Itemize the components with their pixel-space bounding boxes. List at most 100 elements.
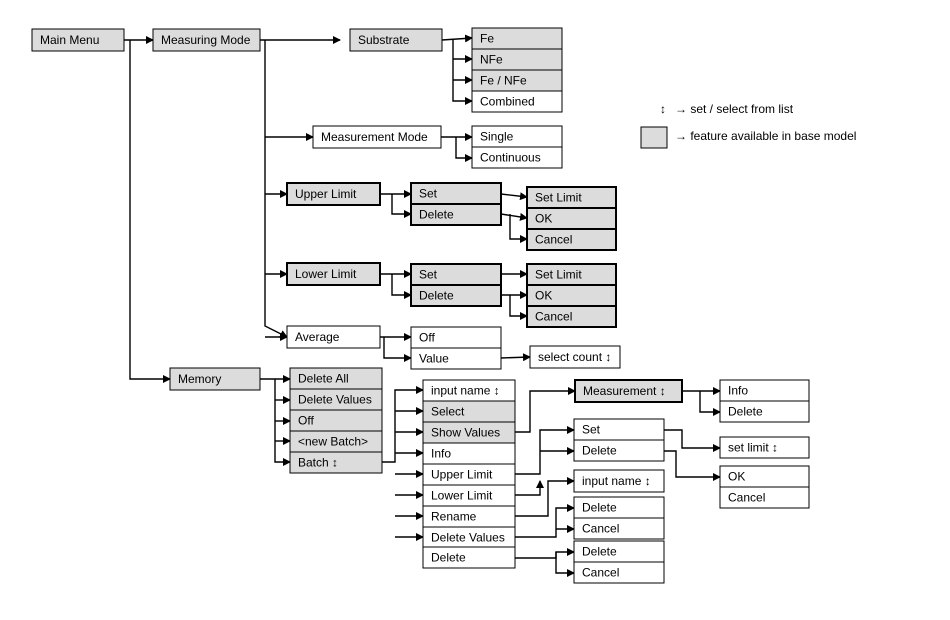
- menu-box-frame: [410, 203, 502, 226]
- menu-box-label: Fe: [480, 32, 494, 46]
- menu-box-label: Set: [419, 187, 438, 201]
- menu-box-info: Info: [422, 442, 516, 465]
- connector-arrow: [699, 391, 721, 416]
- menu-box-frame: [286, 262, 381, 286]
- menu-box-main-menu: Main Menu: [31, 28, 125, 52]
- menu-box-select-count: select count ↕: [529, 345, 621, 369]
- legend-arrow-symbol: ↕: [660, 102, 666, 116]
- menu-box-ul-delete: Delete: [410, 203, 502, 226]
- menu-box-delete-values: Delete Values: [289, 388, 383, 411]
- menu-box-frame: [526, 228, 617, 251]
- connector-arrow: [382, 386, 424, 463]
- menu-box-d-cancel: Cancel: [573, 561, 665, 584]
- menu-box-fe: Fe: [471, 27, 563, 50]
- connector-arrow: [455, 137, 473, 162]
- menu-box-frame: [410, 347, 502, 370]
- connector-arrow: [274, 379, 291, 466]
- menu-box-label: Upper Limit: [295, 187, 357, 201]
- menu-box-label: Set Limit: [535, 191, 582, 205]
- connector-arrow: [500, 353, 531, 362]
- menu-box-label: OK: [728, 470, 745, 484]
- connector-arrow: [664, 450, 721, 481]
- menu-box-frame: [573, 517, 665, 540]
- menu-box-lim-cancel: Cancel: [719, 486, 810, 509]
- menu-box-mem-off: Off: [289, 409, 383, 432]
- connector-lines: [124, 34, 721, 577]
- menu-box-new-batch: <new Batch>: [289, 430, 383, 453]
- menu-box-label: set limit ↕: [728, 441, 778, 455]
- menu-box-frame: [410, 284, 502, 307]
- menu-box-frame: [169, 367, 261, 391]
- menu-box-label: Substrate: [358, 33, 410, 47]
- menu-box-ll-set: Set: [410, 263, 502, 286]
- menu-box-label: Cancel: [582, 566, 619, 580]
- menu-box-frame: [286, 325, 381, 349]
- menu-box-label: Info: [728, 384, 748, 398]
- connector-arrow: [264, 40, 288, 338]
- menu-box-ul-cancel: Cancel: [526, 228, 617, 251]
- menu-box-label: Measurement ↕: [583, 384, 666, 398]
- legend-base-swatch: [640, 126, 668, 149]
- menu-box-frame: [719, 436, 810, 459]
- menu-box-label: select count ↕: [538, 350, 611, 364]
- menu-box-label: Rename: [431, 510, 477, 524]
- connector-arrow: [515, 548, 575, 559]
- menu-box-label: Cancel: [535, 233, 572, 247]
- connector-arrow: [509, 214, 528, 243]
- menu-box-b-upper-limit: Upper Limit: [422, 463, 516, 486]
- menu-box-label: Value: [419, 352, 449, 366]
- menu-box-label: Continuous: [480, 151, 541, 165]
- menu-box-lim-ok: OK: [719, 465, 810, 488]
- connector-arrow: [664, 429, 721, 452]
- menu-box-ul-ok: OK: [526, 207, 617, 230]
- menu-box-frame: [286, 182, 381, 206]
- menu-box-label: Cancel: [535, 310, 572, 324]
- menu-box-select: Select: [422, 400, 516, 423]
- connector-arrow: [515, 504, 575, 538]
- menu-box-ll-ok: OK: [526, 284, 617, 307]
- menu-box-memory: Memory: [169, 367, 261, 391]
- menu-box-lim-delete: Delete: [573, 439, 665, 462]
- connector-arrow: [129, 40, 171, 383]
- menu-box-delete-all: Delete All: [289, 367, 383, 390]
- menu-box-average: Average: [286, 325, 381, 349]
- menu-box-label: OK: [535, 212, 552, 226]
- menu-box-frame: [573, 561, 665, 584]
- menu-box-frame: [312, 125, 442, 149]
- connector-arrow: [515, 426, 575, 475]
- menu-box-measurement-mode: Measurement Mode: [312, 125, 442, 149]
- menu-box-m-info: Info: [719, 379, 810, 402]
- menu-box-label: Memory: [178, 372, 221, 386]
- menu-box-label: Off: [419, 331, 435, 345]
- menu-box-label: <new Batch>: [298, 435, 368, 449]
- menu-box-label: NFe: [480, 53, 503, 67]
- menu-box-ul-set: Set: [410, 182, 502, 205]
- menu-box-b-delete-values: Delete Values: [422, 526, 516, 549]
- menu-box-label: Delete Values: [298, 393, 372, 407]
- menu-box-label: OK: [535, 289, 552, 303]
- menu-box-show-values: Show Values: [422, 421, 516, 444]
- menu-box-label: Main Menu: [40, 33, 99, 47]
- menu-box-frame: [526, 305, 617, 328]
- connector-arrow: [515, 480, 544, 496]
- menu-box-frame: [289, 451, 383, 474]
- menu-box-label: Info: [431, 447, 451, 461]
- menu-box-frame: [574, 379, 683, 403]
- menu-box-label: Delete: [728, 405, 763, 419]
- menu-box-nfe: NFe: [471, 48, 563, 71]
- menu-box-frame: [573, 469, 665, 493]
- menu-box-label: Lower Limit: [431, 489, 493, 503]
- menu-box-b-delete: Delete: [422, 546, 516, 569]
- menu-box-label: Batch ↕: [298, 456, 338, 470]
- menu-box-d-delete: Delete: [573, 540, 665, 563]
- menu-box-frame: [31, 28, 125, 52]
- menu-box-label: Delete All: [298, 372, 349, 386]
- menu-box-lower-limit: Lower Limit: [286, 262, 381, 286]
- menu-box-frame: [422, 546, 516, 569]
- connector-arrow: [391, 274, 412, 299]
- menu-box-label: Upper Limit: [431, 468, 493, 482]
- menu-box-label: Set: [419, 268, 438, 282]
- menu-box-ll-delete: Delete: [410, 284, 502, 307]
